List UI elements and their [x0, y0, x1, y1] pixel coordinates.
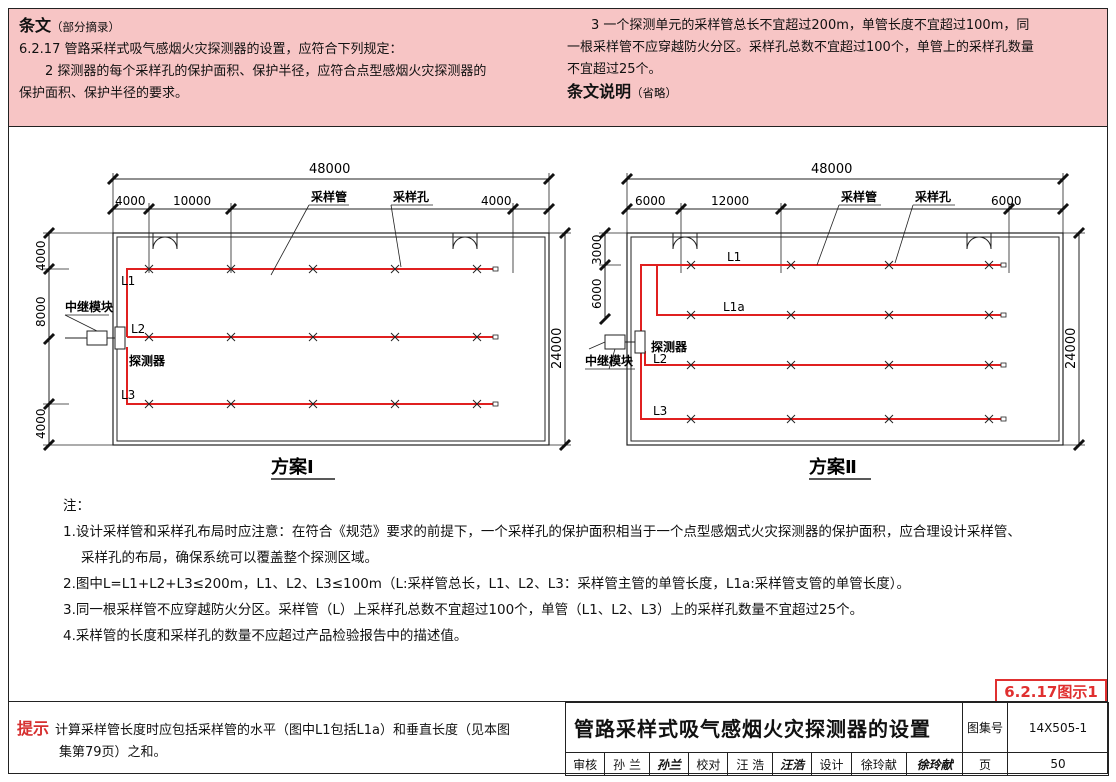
tip-text-1: 计算采样管长度时应包括采样管的水平（图中L1包括L1a）和垂直长度（见本图: [55, 723, 511, 738]
note-2: 2.图中L=L1+L2+L3≤200m，L1、L2、L3≤100m（L:采样管总…: [63, 576, 911, 592]
diagram-canvas: 48000 4000 10000 4000 24000 4000 80: [34, 162, 1086, 480]
scheme2-dim-height: 24000: [1064, 328, 1079, 369]
tb-atlas-no: 14X505-1: [1007, 702, 1109, 753]
scheme1-dim-v2: 8000: [34, 296, 48, 327]
tip: 提示计算采样管长度时应包括采样管的水平（图中L1包括L1a）和垂直长度（见本图 …: [17, 718, 557, 764]
scheme1-dim-spacing: 10000: [173, 194, 211, 208]
scheme2-pipe-L1: [640, 264, 1001, 333]
scheme1-label-L1: L1: [121, 274, 135, 288]
clause-line-2: 2 探测器的每个采样孔的保护面积、保护半径，应符合点型感烟火灾探测器的: [45, 64, 487, 79]
scheme2-dim-total: 48000: [811, 162, 852, 177]
scheme1-diagram: 48000 4000 10000 4000 24000 4000 80: [34, 162, 572, 480]
tb-title: 管路采样式吸气感烟火灾探测器的设置: [565, 702, 963, 753]
tb-review-name: 孙 兰: [604, 752, 650, 776]
scheme1-dim-height: 24000: [550, 328, 565, 369]
clause-right-1: 3 一个探测单元的采样管总长不宜超过200m，单管长度不宜超过100m，同: [591, 18, 1030, 33]
scheme1-detector: [114, 326, 126, 350]
explain-title: 条文说明: [567, 82, 632, 101]
scheme1-relay-label: 中继模块: [65, 299, 114, 314]
scheme1-dim-right: 4000: [481, 194, 512, 208]
drawing-frame: 条文（部分摘录） 6.2.17 管路采样式吸气感烟火灾探测器的设置，应符合下列规…: [8, 8, 1109, 776]
scheme2-label-L3: L3: [653, 404, 667, 418]
tb-check-name: 汪 浩: [727, 752, 773, 776]
scheme1-dim-total: 48000: [309, 162, 350, 177]
clause-panel: 条文（部分摘录） 6.2.17 管路采样式吸气感烟火灾探测器的设置，应符合下列规…: [9, 9, 1107, 127]
scheme2-door-left: [672, 233, 698, 250]
scheme2-dim-v2: 6000: [590, 278, 604, 309]
scheme2-pipe-L1a: [656, 265, 1001, 316]
tb-check-signature: 汪浩: [771, 752, 813, 776]
tb-design-label: 设计: [811, 752, 852, 776]
note-1a: 1.设计采样管和采样孔布局时应注意：在符合《规范》要求的前提下，一个采样孔的保护…: [63, 524, 1021, 540]
scheme1-hole-label: 采样孔: [392, 189, 429, 204]
scheme2-dim-v1: 3000: [590, 234, 604, 265]
scheme1-room: [112, 232, 550, 446]
clause-title-note: （部分摘录）: [51, 20, 121, 34]
scheme2-dim-spacing: 12000: [711, 194, 749, 208]
clause-line-1: 6.2.17 管路采样式吸气感烟火灾探测器的设置，应符合下列规定：: [19, 42, 403, 57]
scheme2-label-L2: L2: [653, 352, 667, 366]
scheme2-detector-label: 探测器: [651, 339, 688, 354]
tip-text-2: 集第79页）之和。: [59, 745, 167, 760]
scheme2-diagram: 48000 6000 12000 6000 24000 3000 6000: [585, 162, 1086, 480]
scheme2-pipe-L3: [640, 353, 1001, 420]
tb-page-label: 页: [962, 752, 1008, 776]
scheme1-pipe-L3: [126, 347, 493, 405]
explain-note: （省略）: [631, 86, 678, 100]
note-3: 3.同一根采样管不应穿越防火分区。采样管（L）上采样孔总数不宜超过100个，单管…: [63, 602, 864, 618]
clause-left: 条文（部分摘录） 6.2.17 管路采样式吸气感烟火灾探测器的设置，应符合下列规…: [19, 15, 559, 105]
tb-atlas-label: 图集号: [962, 702, 1008, 753]
scheme1-detector-label: 探测器: [129, 353, 166, 368]
scheme2-pipe-L2: [644, 351, 1001, 366]
scheme2-room-inner: [630, 236, 1060, 442]
scheme1-dim-v1: 4000: [34, 240, 48, 271]
tb-review-label: 审核: [564, 752, 606, 776]
figure-tag: 6.2.17图示1: [995, 679, 1107, 703]
title-block: 管路采样式吸气感烟火灾探测器的设置 图集号 14X505-1 审核 孙 兰 孙兰…: [564, 702, 1109, 776]
note-4: 4.采样管的长度和采样孔的数量不应超过产品检验报告中的描述值。: [63, 628, 468, 644]
tb-check-label: 校对: [688, 752, 729, 776]
clause-right: 3 一个探测单元的采样管总长不宜超过200m，单管长度不宜超过100m，同 一根…: [567, 15, 1087, 105]
tb-page-no: 50: [1007, 752, 1109, 776]
scheme2-title: 方案Ⅱ: [809, 456, 857, 478]
scheme1-door-left: [152, 233, 178, 250]
scheme2-relay-label: 中继模块: [585, 353, 634, 368]
scheme2-room: [626, 232, 1064, 446]
scheme2-relay-module: [604, 334, 626, 350]
scheme2-dim-right: 6000: [991, 194, 1022, 208]
scheme2-dim-left: 6000: [635, 194, 666, 208]
tb-design-name: 徐玲献: [850, 752, 908, 776]
tb-design-signature: 徐玲献: [906, 752, 963, 776]
tb-review-signature: 孙兰: [648, 752, 690, 776]
scheme2-hole-label: 采样孔: [914, 189, 951, 204]
scheme1-dim-left: 4000: [115, 194, 146, 208]
note-1b: 采样孔的布局，确保系统可以覆盖整个探测区域。: [81, 550, 378, 566]
clause-title: 条文: [19, 16, 52, 35]
clause-right-2: 一根采样管不应穿越防火分区。采样孔总数不宜超过100个，单管上的采样孔数量: [567, 40, 1034, 55]
bottom-bar: 提示计算采样管长度时应包括采样管的水平（图中L1包括L1a）和垂直长度（见本图 …: [9, 701, 1109, 776]
scheme2-detector: [634, 330, 646, 354]
scheme2-pipe-label: 采样管: [840, 189, 877, 204]
scheme1-pipe-L1: [126, 268, 493, 337]
scheme1-label-L2: L2: [131, 322, 145, 336]
clause-line-3: 保护面积、保护半径的要求。: [19, 86, 189, 101]
notes-head: 注：: [63, 498, 90, 514]
scheme2-label-L1: L1: [727, 250, 741, 264]
scheme1-pipe-label: 采样管: [310, 189, 347, 204]
tip-key: 提示: [17, 719, 50, 738]
scheme2-door-right: [966, 233, 992, 250]
scheme1-label-L3: L3: [121, 388, 135, 402]
scheme1-dim-v3: 4000: [34, 408, 48, 439]
scheme1-door-right: [452, 233, 478, 250]
scheme1-relay-module: [86, 330, 108, 346]
notes: 注： 1.设计采样管和采样孔布局时应注意：在符合《规范》要求的前提下，一个采样孔…: [63, 493, 1021, 649]
scheme2-sampling-holes: [686, 260, 994, 424]
clause-right-3: 不宜超过25个。: [567, 62, 662, 77]
scheme2-label-L1a: L1a: [723, 300, 745, 314]
scheme1-title: 方案Ⅰ: [271, 456, 314, 478]
scheme1-room-inner: [116, 236, 546, 442]
